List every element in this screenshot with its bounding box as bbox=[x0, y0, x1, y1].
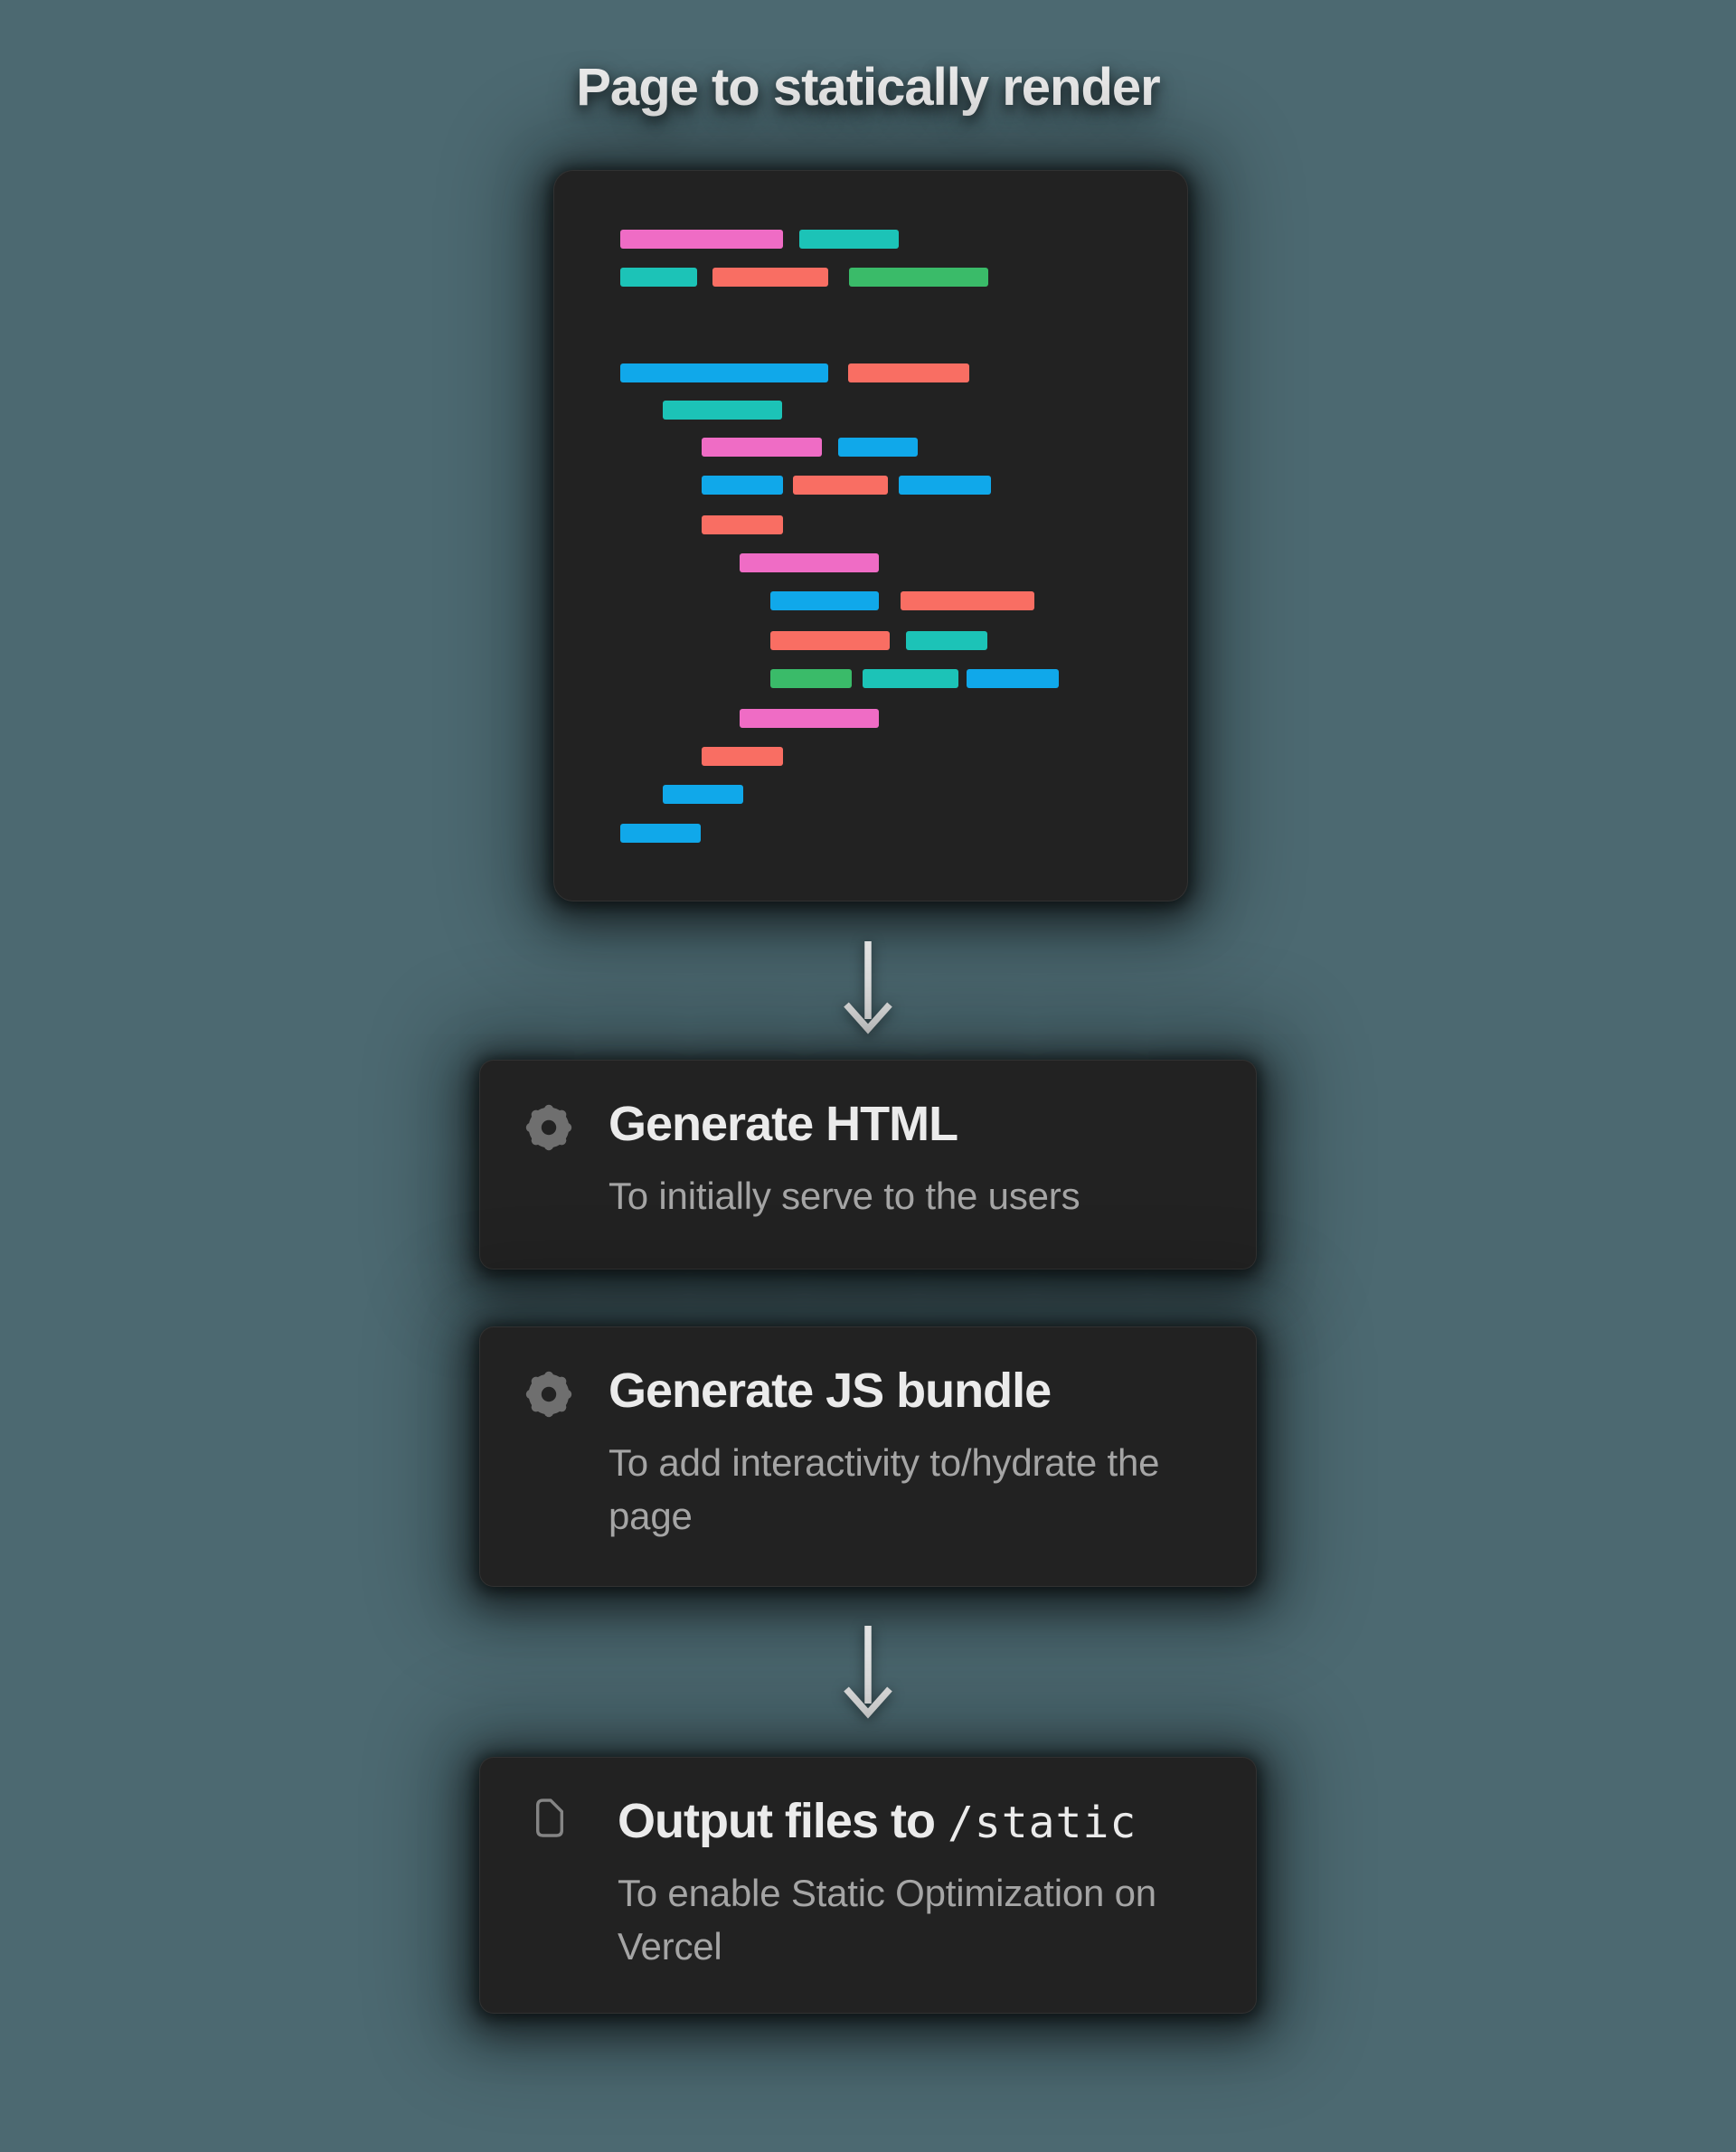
code-bar bbox=[702, 747, 783, 766]
code-bar bbox=[899, 476, 991, 495]
card-title: Generate JS bundle bbox=[609, 1364, 1052, 1418]
card-title: Generate HTML bbox=[609, 1097, 958, 1151]
gear-icon bbox=[524, 1369, 574, 1424]
code-bar bbox=[906, 631, 987, 650]
arrow-down-icon bbox=[844, 1626, 892, 1719]
card-generate-html: Generate HTML To initially serve to the … bbox=[479, 1060, 1257, 1269]
code-bar bbox=[663, 785, 743, 804]
code-bar bbox=[793, 476, 888, 495]
card-title-code: /static bbox=[947, 1798, 1137, 1848]
code-bar bbox=[770, 631, 890, 650]
code-bar bbox=[838, 438, 918, 457]
code-bar bbox=[849, 268, 988, 287]
card-subtitle: To enable Static Optimization on Vercel bbox=[618, 1871, 1156, 1968]
code-bar bbox=[620, 363, 828, 382]
code-bar bbox=[863, 669, 958, 688]
code-bar bbox=[702, 476, 783, 495]
card-generate-js-bundle: Generate JS bundle To add interactivity … bbox=[479, 1326, 1257, 1587]
code-bar bbox=[620, 824, 701, 843]
card-output-files: Output files to /static To enable Static… bbox=[479, 1757, 1257, 2014]
card-subtitle: To add interactivity to/hydrate the page bbox=[609, 1440, 1160, 1537]
code-bar bbox=[901, 591, 1034, 610]
code-bar bbox=[702, 438, 822, 457]
code-block bbox=[553, 170, 1188, 901]
card-title: Output files to /static bbox=[618, 1758, 1202, 1851]
card-title-text: Output files to bbox=[618, 1794, 948, 1848]
code-bar bbox=[770, 669, 852, 688]
code-bar bbox=[712, 268, 828, 287]
page-title: Page to statically render bbox=[576, 58, 1160, 117]
code-bar bbox=[620, 230, 783, 249]
gear-icon bbox=[524, 1102, 574, 1157]
code-bar bbox=[967, 669, 1059, 688]
code-bar bbox=[740, 553, 879, 572]
arrow-down-icon bbox=[844, 941, 892, 1034]
card-subtitle: To initially serve to the users bbox=[609, 1174, 1080, 1217]
code-bar bbox=[799, 230, 899, 249]
file-icon bbox=[524, 1798, 583, 1844]
code-bar bbox=[620, 268, 697, 287]
code-bar bbox=[663, 401, 782, 420]
code-bar bbox=[848, 363, 969, 382]
code-bar bbox=[702, 515, 783, 534]
code-bar bbox=[740, 709, 879, 728]
code-bar bbox=[770, 591, 879, 610]
